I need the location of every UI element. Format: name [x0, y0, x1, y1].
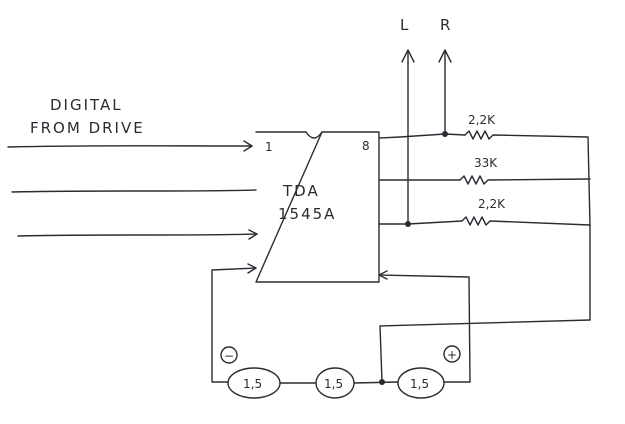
battery-2-label: 1,5: [324, 377, 343, 391]
output-arrow-right: [438, 49, 452, 63]
resistor-top: [464, 130, 591, 227]
input-wire-1: [7, 145, 253, 148]
arrow-power-left: [247, 263, 257, 274]
battery-3-label: 1,5: [410, 377, 429, 391]
resistor-middle-label: 33K: [474, 156, 498, 170]
negative-marker: −: [224, 349, 234, 363]
chip-pin-1: 1: [265, 140, 273, 154]
chip-notch: [305, 131, 323, 139]
input-wire-2: [11, 189, 257, 193]
chip-body: [255, 131, 380, 283]
negative-marker-circle: [220, 346, 238, 364]
resistor-bottom: [461, 216, 591, 321]
output-arrow-left: [401, 49, 415, 63]
wire-pin8-top: [378, 133, 466, 139]
input-wire-3: [17, 233, 258, 237]
wire-power-left: [211, 267, 257, 383]
junction-dot-top: [442, 131, 448, 137]
battery-3-body: [397, 367, 445, 399]
arrow-power-right: [378, 270, 388, 280]
battery-2: 1,5: [315, 367, 355, 399]
chip-label-line2: 1545A: [278, 205, 336, 223]
battery-1-body: [227, 367, 281, 399]
chip-label-line1: TDA: [282, 182, 320, 200]
wire-battery-2-3: [353, 381, 399, 384]
battery-3: 1,5: [397, 367, 445, 399]
wire-return: [379, 319, 591, 383]
battery-1-label: 1,5: [243, 377, 262, 391]
wire-power-right: [378, 274, 471, 383]
positive-marker-circle: [443, 345, 461, 363]
resistor-top-label: 2,2K: [468, 113, 496, 127]
resistor-bottom-label: 2,2K: [478, 197, 506, 211]
resistor-middle: [459, 175, 591, 185]
chip-pin-8: 8: [362, 139, 370, 153]
input-label-line2: FROM DRIVE: [30, 119, 145, 137]
positive-marker: +: [447, 348, 457, 362]
junction-dot-left: [405, 221, 411, 227]
output-label-right: R: [440, 16, 452, 34]
input-arrow-1: [243, 140, 253, 152]
wire-bottom: [378, 220, 463, 225]
output-label-left: L: [400, 16, 410, 34]
input-label-line1: DIGITAL: [50, 96, 123, 114]
battery-1: 1,5: [227, 367, 281, 399]
battery-2-body: [315, 367, 355, 399]
input-arrow-3: [248, 229, 258, 240]
